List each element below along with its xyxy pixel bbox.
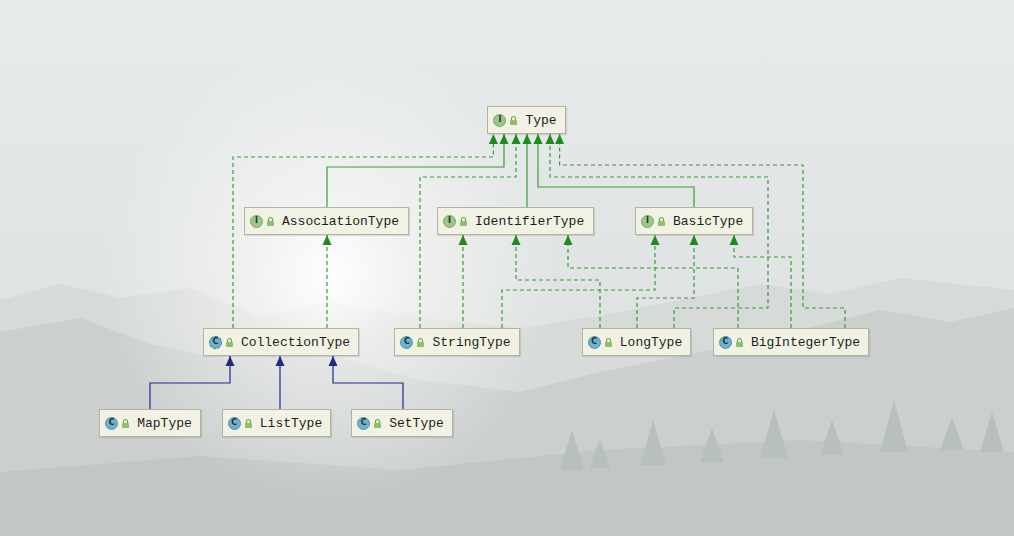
lock-body	[374, 423, 381, 428]
type-icon: C	[228, 417, 241, 430]
type-icon: C	[357, 417, 370, 430]
lock-shackle	[512, 116, 516, 120]
interface-box: I IdentifierType	[437, 207, 594, 235]
implements-arrow	[502, 235, 655, 328]
implements-arrow	[560, 134, 845, 328]
lock-shackle	[737, 338, 741, 342]
class-name: LongType	[620, 335, 682, 350]
lock-shackle	[269, 217, 273, 221]
class-name: StringType	[432, 335, 510, 350]
lock-icon	[373, 418, 382, 429]
lock-icon	[416, 337, 425, 348]
type-icon: I	[250, 215, 263, 228]
lock-icon	[266, 216, 275, 227]
class-box: C MapType	[99, 409, 201, 437]
lock-body	[417, 342, 424, 347]
extends-arrow	[327, 134, 504, 207]
type-icon: C	[209, 336, 222, 349]
lock-body	[245, 423, 252, 428]
lock-body	[658, 221, 665, 226]
interface-box: I AssociationType	[244, 207, 409, 235]
lock-shackle	[660, 217, 664, 221]
class-box: C SetType	[351, 409, 453, 437]
implements-arrow	[568, 235, 738, 328]
implements-arrow	[516, 235, 600, 328]
lock-icon	[121, 418, 130, 429]
lock-shackle	[246, 419, 250, 423]
lock-icon	[604, 337, 613, 348]
class-box: C StringType	[394, 328, 519, 356]
type-icon: C	[400, 336, 413, 349]
abstract-class-box: C CollectionType	[203, 328, 359, 356]
type-icon: C	[105, 417, 118, 430]
lock-body	[122, 423, 129, 428]
lock-icon	[244, 418, 253, 429]
class-name: SetType	[389, 416, 444, 431]
lock-shackle	[227, 338, 231, 342]
implements-arrow	[462, 235, 463, 328]
extends-arrow	[526, 134, 527, 207]
class-name: CollectionType	[241, 335, 350, 350]
class-name: AssociationType	[282, 214, 399, 229]
lock-shackle	[376, 419, 380, 423]
class-name: IdentifierType	[475, 214, 584, 229]
extends-arrow	[150, 356, 230, 409]
lock-shackle	[606, 338, 610, 342]
lock-icon	[459, 216, 468, 227]
class-box: C BigIntegerType	[713, 328, 869, 356]
extends-arrow	[279, 356, 280, 409]
implements-arrow	[734, 235, 791, 328]
extends-arrow	[538, 134, 694, 207]
interface-box: I Type	[487, 106, 565, 134]
lock-icon	[735, 337, 744, 348]
lock-shackle	[462, 217, 466, 221]
class-name: BasicType	[673, 214, 743, 229]
lock-body	[736, 342, 743, 347]
class-box: C LongType	[582, 328, 691, 356]
type-icon: C	[719, 336, 732, 349]
class-name: BigIntegerType	[751, 335, 860, 350]
implements-arrow	[637, 235, 694, 328]
class-name: Type	[525, 113, 556, 128]
class-name: MapType	[137, 416, 192, 431]
interface-box: I BasicType	[635, 207, 753, 235]
type-icon: I	[493, 114, 506, 127]
type-icon: I	[641, 215, 654, 228]
lock-icon	[657, 216, 666, 227]
lock-body	[267, 221, 274, 226]
type-icon: C	[588, 336, 601, 349]
lock-body	[510, 120, 517, 125]
class-name: ListType	[260, 416, 322, 431]
lock-body	[460, 221, 467, 226]
lock-icon	[225, 337, 234, 348]
lock-icon	[509, 115, 518, 126]
class-box: C ListType	[222, 409, 331, 437]
extends-arrow	[333, 356, 403, 409]
implements-arrow	[326, 235, 327, 328]
type-icon: I	[443, 215, 456, 228]
lock-shackle	[419, 338, 423, 342]
lock-body	[226, 342, 233, 347]
lock-body	[605, 342, 612, 347]
lock-shackle	[124, 419, 128, 423]
